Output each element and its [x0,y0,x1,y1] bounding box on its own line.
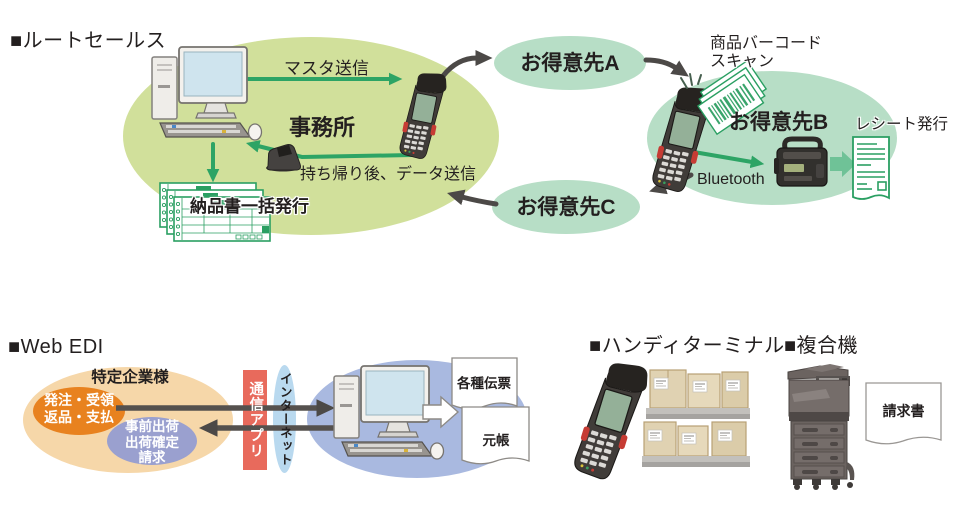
cradle-illustration [266,144,301,172]
edi-order-ellipse [33,387,125,435]
web-edi-title: ■Web EDI [8,336,104,358]
mobile-printer-illustration [774,136,828,187]
office-label: 事務所 [289,115,356,140]
bluetooth-arrow [686,149,765,169]
barcode-cards-illustration [697,59,768,136]
handy-terminal-title: ■ハンディターミナル [589,335,785,357]
slips-doc-shape [451,357,518,410]
internet-label: インターネット [277,371,292,467]
customer-b-label: お得意先B [729,111,829,134]
edi-order-label: 発注・受領 返品・支払 [44,392,114,425]
master-send-label: マスタ送信 [284,59,369,78]
receipt-arrow [830,151,856,177]
bluetooth-label: Bluetooth [697,171,765,188]
warehouse-shelves-illustration [642,369,750,467]
handy-terminal-icon [570,355,653,485]
customer-c-ellipse [492,180,640,234]
edi-company-label: 特定企業様 [91,369,169,386]
ledger-doc-label: 元帳 [482,433,510,448]
ledger-doc-shape [461,406,530,465]
comm-app-label: 通信アプリ [247,381,264,459]
receipt-issue-label: レシート発行 [855,116,949,133]
edi-shipment-label: 事前出荷 出荷確定 請求 [125,419,179,466]
barcode-scan-label: 商品バーコード スキャン [710,35,823,71]
receipt-illustration [852,136,890,200]
customer-a-label: お得意先A [520,52,620,75]
copier-illustration [787,364,855,490]
edi-shipment-ellipse [107,417,197,465]
scan-flash-marks [680,73,702,89]
internet-ellipse [273,365,296,473]
mfp-title: ■複合機 [784,335,859,357]
output-block-arrow [422,395,460,429]
customer-a-ellipse [494,36,646,90]
invoice-doc-shape [865,382,942,445]
edi-arrows [116,399,338,437]
bring-back-label: 持ち帰り後、データ送信 [300,166,477,183]
slips-doc-label: 各種伝票 [457,376,511,391]
customer-c-label: お得意先C [516,196,616,219]
comm-app-bar [243,370,267,470]
invoice-doc-label: 請求書 [882,403,925,419]
delivery-slips-label: 納品書一括発行 [190,197,309,216]
route-sales-title: ■ルートセールス [10,30,167,52]
